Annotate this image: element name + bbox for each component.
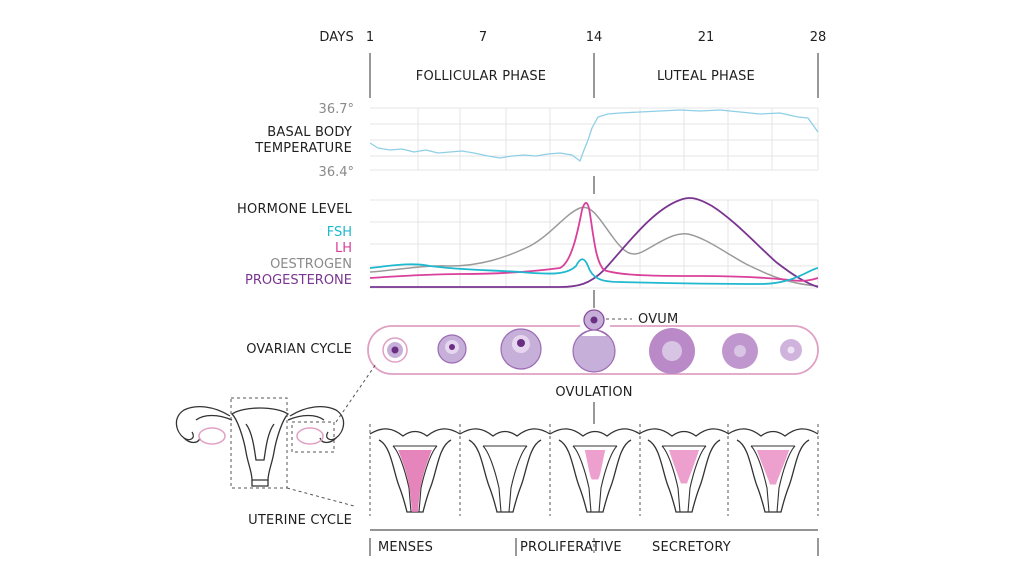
follicle-stage-3-icon: [500, 328, 542, 370]
temperature-low-label: 36.4°: [319, 165, 354, 180]
ovarian-panel: OVARIAN CYCLE OVUM: [246, 309, 819, 400]
ruptured-follicle-icon: [572, 329, 616, 373]
temperature-panel: 36.7° 36.4° BASAL BODY TEMPERATURE: [254, 102, 819, 180]
uterus-stage-3-icon: [549, 428, 641, 513]
legend-progesterone: PROGESTERONE: [245, 273, 352, 288]
corpus-albicans-icon: [780, 339, 802, 361]
uterus-stage-5-icon: [727, 428, 819, 513]
days-label: DAYS: [319, 30, 354, 45]
ovarian-cycle-label: OVARIAN CYCLE: [246, 342, 352, 357]
uterus-callout-box: [230, 397, 288, 489]
hormone-panel: HORMONE LEVEL FSH LH OESTROGEN PROGESTER…: [237, 197, 819, 289]
follicle-stage-2-icon: [437, 334, 467, 364]
days-axis: DAYS 1 7 14 21 28: [319, 30, 826, 45]
day-tick-28: 28: [810, 30, 827, 45]
uterine-cycle-label: UTERINE CYCLE: [248, 513, 352, 528]
uterine-phase-secretory: SECRETORY: [652, 540, 731, 555]
legend-fsh: FSH: [327, 225, 352, 240]
uterus-stage-4-icon: [638, 428, 730, 513]
legend-lh: LH: [335, 241, 352, 256]
ovary-callout-box: [291, 421, 335, 453]
temperature-label-line2: TEMPERATURE: [254, 141, 352, 156]
temperature-label-line1: BASAL BODY: [267, 125, 352, 140]
day-tick-21: 21: [698, 30, 715, 45]
fsh-curve: [369, 258, 819, 285]
luteal-phase-label: LUTEAL PHASE: [657, 69, 755, 84]
legend-oestrogen: OESTROGEN: [270, 257, 352, 272]
day-tick-7: 7: [479, 30, 487, 45]
right-ovary-icon: [296, 427, 324, 445]
lh-curve: [369, 202, 819, 282]
temperature-curve: [369, 109, 819, 163]
ovum-label: OVUM: [638, 312, 678, 327]
follicle-stage-1-icon: [382, 337, 408, 363]
ovum-nucleus-icon: [590, 316, 598, 324]
ovulation-label: OVULATION: [555, 385, 632, 400]
corpus-luteum-2-icon: [722, 333, 758, 369]
progesterone-curve: [370, 197, 819, 288]
follicular-phase-label: FOLLICULAR PHASE: [416, 69, 546, 84]
uterus-stage-1-icon: [369, 428, 461, 513]
uterus-callout-line: [286, 487, 355, 507]
corpus-luteum-1-icon: [649, 328, 695, 374]
left-ovary-icon: [198, 427, 226, 445]
uterus-stage-2-icon: [459, 428, 551, 513]
temperature-high-label: 36.7°: [319, 102, 354, 117]
oestrogen-curve: [369, 206, 819, 287]
uterine-phase-menses: MENSES: [378, 540, 433, 555]
day-tick-14: 14: [586, 30, 603, 45]
uterine-panel: UTERINE CYCLE MENSES PROLIFERATIVE SECRE…: [248, 424, 819, 556]
ovary-outline: [367, 325, 819, 375]
uterine-phase-proliferative: PROLIFERATIVE: [520, 540, 622, 555]
reproductive-anatomy-icon: [175, 405, 345, 487]
phase-bracket: [369, 53, 819, 98]
day-tick-1: 1: [366, 30, 374, 45]
ovary-callout-line: [335, 363, 377, 423]
hormone-level-title: HORMONE LEVEL: [237, 202, 353, 217]
